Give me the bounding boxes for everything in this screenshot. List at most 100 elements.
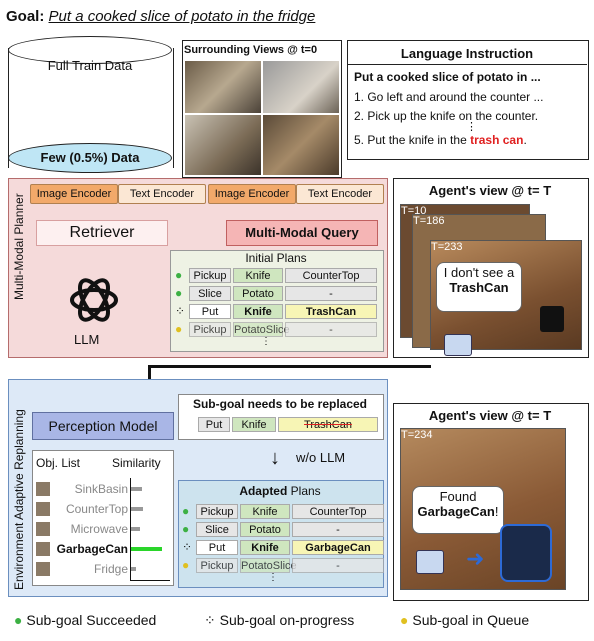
plan-cell: Knife xyxy=(240,504,290,519)
plan-cell: - xyxy=(285,286,377,301)
plan-cell: Potato xyxy=(240,522,290,537)
object-thumbnail xyxy=(36,522,50,536)
multi-modal-query-box: Multi-Modal Query xyxy=(226,220,378,246)
check-icon: ● xyxy=(14,612,23,628)
object-thumbnail xyxy=(36,562,50,576)
adapted-rest: Plans xyxy=(287,484,321,498)
language-instruction-title: Language Instruction xyxy=(400,46,534,61)
retriever-box: Retriever xyxy=(36,220,168,246)
similarity-bar xyxy=(131,527,140,531)
dataset-cylinder-bottom xyxy=(8,143,172,173)
object-thumbnail xyxy=(36,482,50,496)
planner-label: Multi-Modal Planner xyxy=(12,193,26,300)
dataset-cylinder-top xyxy=(8,36,172,64)
object-name: Fridge xyxy=(93,562,128,576)
view-image xyxy=(263,61,339,113)
progress-icon: ⁘ xyxy=(175,304,186,318)
object-name: SinkBasin xyxy=(74,482,128,496)
subgoal-object: Knife xyxy=(232,417,276,432)
surrounding-views-panel xyxy=(182,40,342,178)
obj-list-header: Obj. List xyxy=(36,456,81,470)
llm-logo-icon xyxy=(70,278,118,322)
plan-cell: - xyxy=(285,322,377,337)
similarity-axis xyxy=(130,580,170,581)
plan-cell: - xyxy=(292,522,384,537)
subgoal-target: TrashCan xyxy=(278,417,378,432)
plan-cell: PotatoSlice xyxy=(240,558,297,573)
bubble-text: I don't see a xyxy=(443,265,515,280)
similarity-bar xyxy=(131,567,136,571)
garbage-can-icon xyxy=(500,524,552,582)
check-icon: ● xyxy=(182,504,190,518)
object-thumbnail xyxy=(36,502,50,516)
similarity-header: Similarity xyxy=(112,456,161,470)
bubble-trashcan: TrashCan xyxy=(449,280,509,295)
plan-cell: Slice xyxy=(189,286,231,301)
plan-cell: Slice xyxy=(196,522,238,537)
similarity-bar xyxy=(131,487,142,491)
arrow-line xyxy=(148,365,431,368)
instruction-step-5-pre: 5. Put the knife in the xyxy=(354,133,471,147)
text-encoder-right: Text Encoder xyxy=(296,184,384,204)
object-thumbnail xyxy=(36,542,50,556)
plan-cell: Put xyxy=(189,304,231,319)
replan-label: Environment Adaptive Replanning xyxy=(12,409,26,590)
bubble2-post: ! xyxy=(494,504,499,519)
initial-plans-title: Initial Plans xyxy=(245,251,307,265)
perception-model-box: Perception Model xyxy=(32,412,174,440)
few-data-label: Few (0.5%) Data xyxy=(40,150,140,165)
legend-succeeded: ● Sub-goal Succeeded xyxy=(14,612,156,628)
adapted-plans-title: Adapted Plans xyxy=(178,484,382,498)
object-name: Microwave xyxy=(70,522,128,536)
plan-cell: Pickup xyxy=(189,268,231,283)
instruction-trash-can: trash can xyxy=(470,133,524,147)
check-icon: ● xyxy=(175,286,183,300)
legend-succeeded-label: Sub-goal Succeeded xyxy=(26,612,157,628)
trash-can-icon xyxy=(540,306,564,332)
agent-view-title: Agent's view @ t= T xyxy=(428,183,552,198)
plan-cell: TrashCan xyxy=(285,304,377,319)
legend-queue-label: Sub-goal in Queue xyxy=(412,612,530,628)
frame-t233-label: T=233 xyxy=(431,241,463,253)
bubble2-pre: Found xyxy=(439,489,477,504)
plan-cell: Knife xyxy=(233,304,283,319)
check-icon: ● xyxy=(175,268,183,282)
plan-cell: Potato xyxy=(233,286,283,301)
object-list-panel xyxy=(32,450,174,586)
legend-progress: ⁘ Sub-goal on-progress xyxy=(204,612,354,629)
language-instruction-panel xyxy=(347,40,589,160)
plan-cell: GarbageCan xyxy=(292,540,384,555)
view-image xyxy=(263,115,339,175)
image-encoder-left: Image Encoder xyxy=(30,184,118,204)
instruction-step-1: 1. Go left and around the counter ... xyxy=(354,90,544,104)
legend-progress-label: Sub-goal on-progress xyxy=(219,612,355,628)
frame-t234-label: T=234 xyxy=(401,429,433,441)
queue-icon: ● xyxy=(400,612,409,628)
plan-cell: Put xyxy=(196,540,238,555)
queue-icon: ● xyxy=(182,558,190,572)
subgoal-replace-title: Sub-goal needs to be replaced xyxy=(192,397,368,411)
instruction-step-5: 5. Put the knife in the trash can. xyxy=(354,133,527,147)
plan-cell: PotatoSlice xyxy=(233,322,290,337)
instruction-step-2: 2. Pick up the knife on the counter. xyxy=(354,109,539,123)
plan-cell: Pickup xyxy=(196,558,238,573)
plan-ellipsis: ⋮ xyxy=(261,336,271,347)
view-image xyxy=(185,115,261,175)
queue-icon: ● xyxy=(175,322,183,336)
check-icon: ● xyxy=(182,522,190,536)
instruction-ellipsis: ⋮ xyxy=(466,121,477,133)
goal-text: Goal: Put a cooked slice of potato in th… xyxy=(6,8,315,25)
image-encoder-right: Image Encoder xyxy=(208,184,296,204)
instruction-lead: Put a cooked slice of potato in ... xyxy=(354,70,541,84)
bubble2-garbagecan: GarbageCan xyxy=(417,504,495,519)
right-arrow-icon: ➜ xyxy=(466,546,485,571)
frame-t186-label: T=186 xyxy=(413,215,445,227)
similarity-axis xyxy=(130,478,131,580)
plan-cell: - xyxy=(292,558,384,573)
robot-icon xyxy=(444,334,472,356)
down-arrow-icon: ↓ xyxy=(270,447,280,469)
object-name: GarbageCan xyxy=(56,542,128,556)
goal-label: Goal: xyxy=(6,8,45,25)
plan-cell: CounterTop xyxy=(285,268,377,283)
